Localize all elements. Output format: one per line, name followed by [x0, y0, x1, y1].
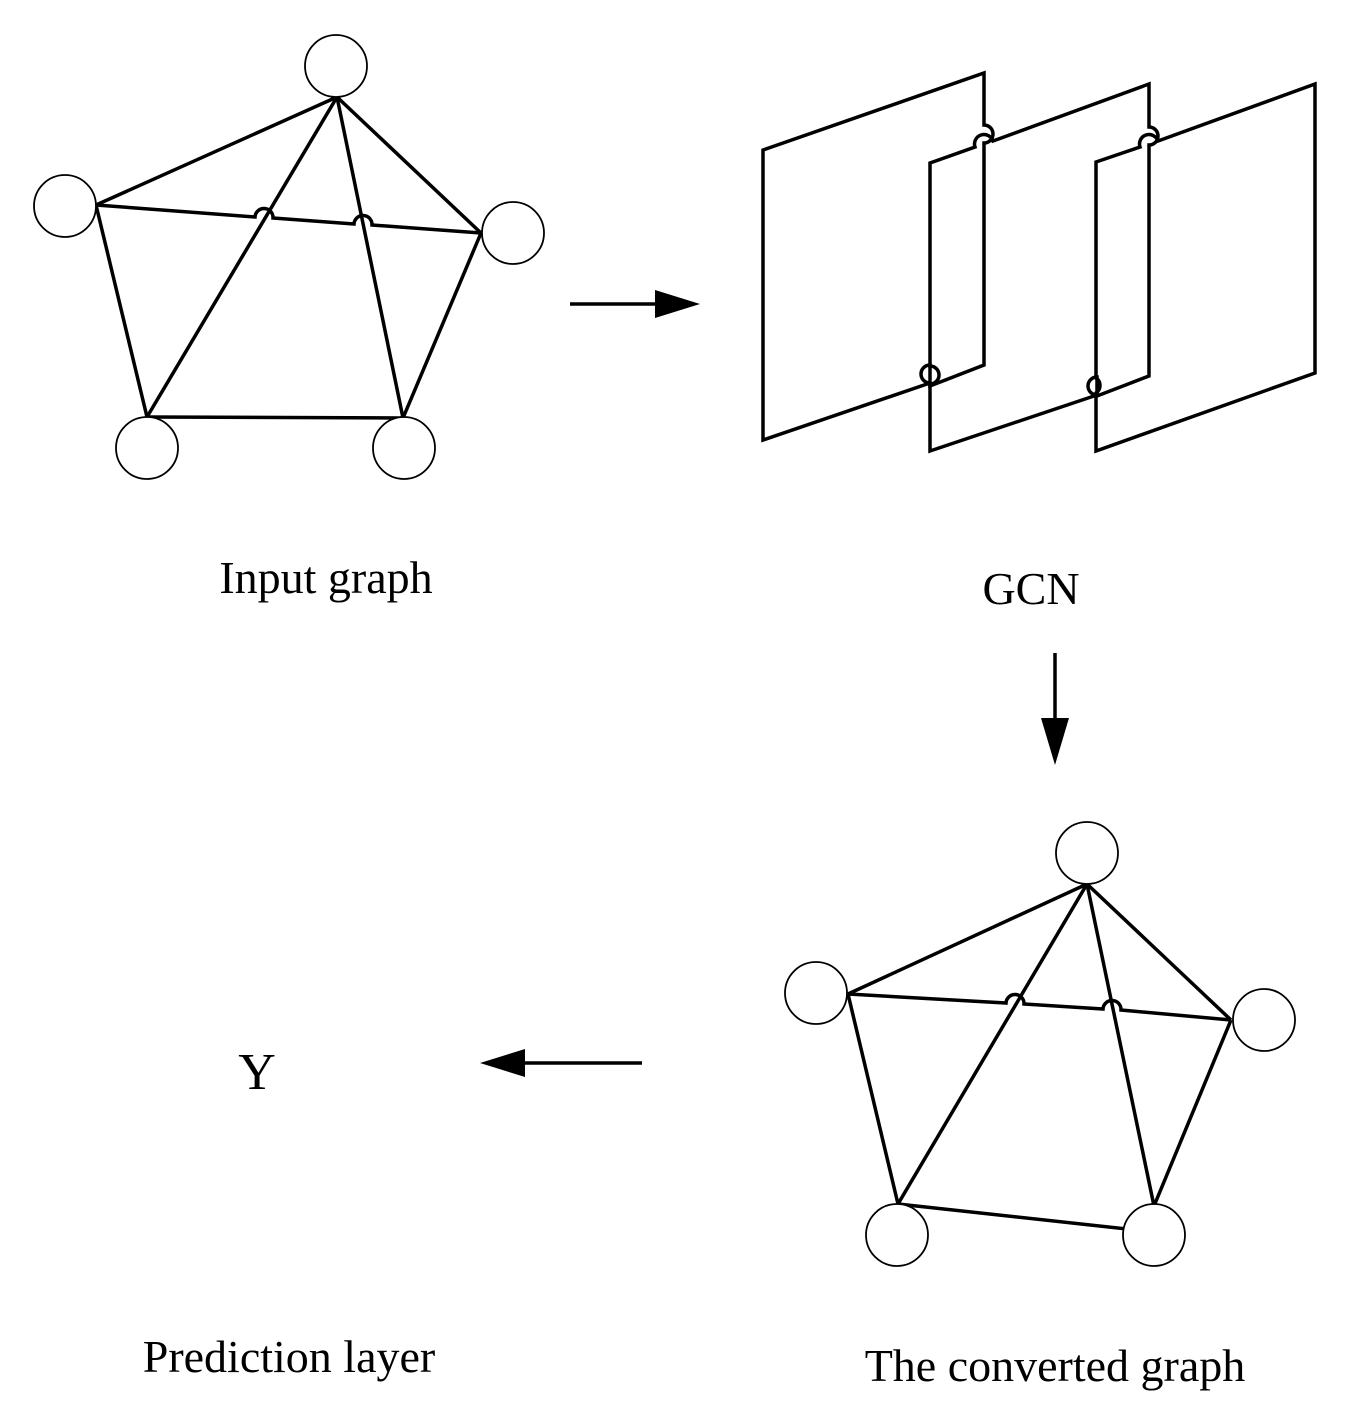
arrow-down-head [1041, 718, 1069, 765]
node-top [304, 34, 368, 98]
edge-left-right-hopping [95, 203, 482, 235]
arrow-left [480, 1049, 642, 1077]
edge-top-left [95, 95, 338, 207]
node-bottom-right [372, 416, 436, 480]
input-graph-label: Input graph [219, 552, 432, 603]
node-right [1232, 988, 1296, 1052]
arrow-right [570, 290, 700, 318]
converted-graph: The converted graph [784, 821, 1296, 1391]
arrow-left-head [480, 1049, 525, 1077]
gcn-layer-2 [928, 81, 1160, 454]
node-left [33, 174, 97, 238]
edge-right-bottom-right [401, 232, 483, 419]
converted-graph-edges [846, 882, 1233, 1234]
edge-top-bottom-left [145, 96, 339, 418]
prediction-layer-label: Prediction layer [143, 1331, 436, 1382]
edge-left-bottom-left [846, 993, 900, 1205]
edge-top-right [335, 95, 483, 235]
arrow-down [1041, 653, 1069, 765]
node-top [1055, 821, 1119, 885]
edge-bottom [897, 1202, 1155, 1234]
node-bottom-left [115, 416, 179, 480]
gcn-layers: GCN [761, 70, 1317, 614]
gcn-layer-3 [1094, 81, 1317, 454]
edge-top-right [1085, 882, 1233, 1022]
converted-graph-label: The converted graph [865, 1340, 1246, 1391]
edge-right-bottom-right [1152, 1019, 1233, 1207]
prediction-layer: Y Prediction layer [143, 1044, 436, 1382]
input-graph-edges [94, 95, 483, 420]
edge-left-bottom-left [94, 204, 149, 418]
arrow-right-head [655, 290, 700, 318]
node-left [784, 961, 848, 1025]
input-graph: Input graph [33, 34, 545, 603]
input-graph-nodes [33, 34, 545, 480]
edge-left-right-hopping [847, 992, 1232, 1022]
node-bottom-right [1122, 1203, 1186, 1267]
edge-top-bottom-right [335, 96, 405, 419]
node-right [481, 201, 545, 265]
edge-top-bottom-left [896, 883, 1089, 1205]
gcn-layer-1 [761, 70, 995, 443]
gcn-label: GCN [982, 563, 1079, 614]
edge-top-left [847, 882, 1088, 996]
node-bottom-left [865, 1203, 929, 1267]
edge-top-bottom-right [1085, 883, 1156, 1207]
converted-graph-nodes [784, 821, 1296, 1267]
edge-bottom [146, 415, 404, 420]
output-symbol: Y [238, 1044, 276, 1101]
